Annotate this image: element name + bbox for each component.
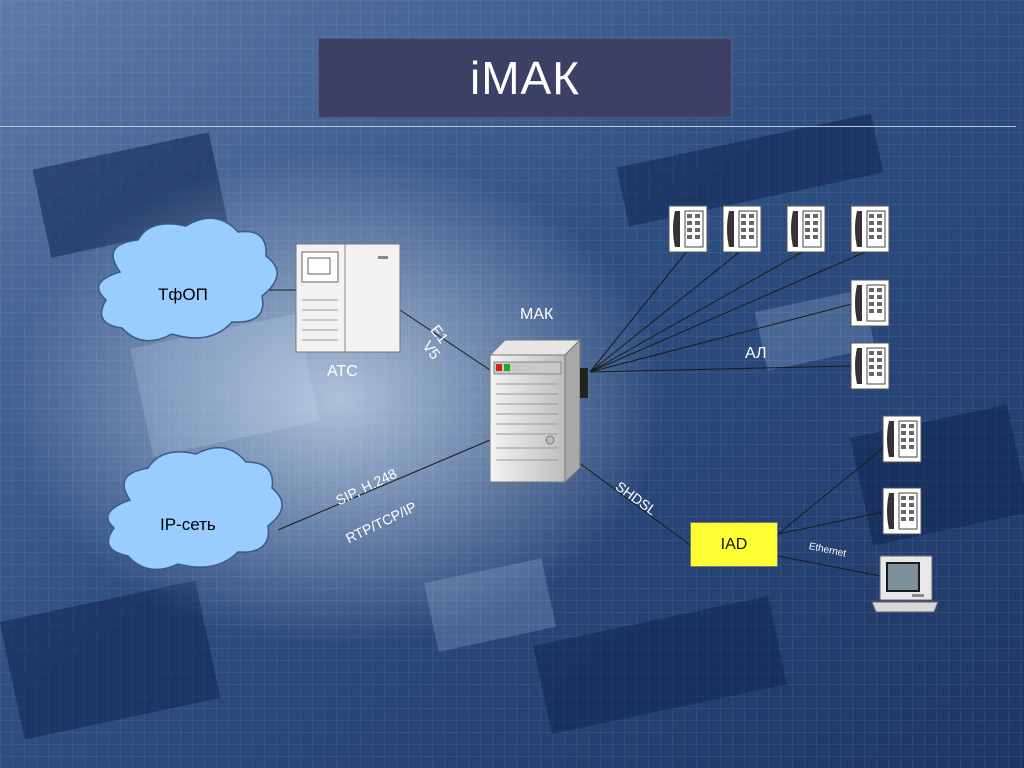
phone-icon	[668, 205, 708, 253]
pbx-cabinet-icon	[295, 243, 401, 353]
phone-icon	[850, 205, 890, 253]
mak-label: МАК	[520, 306, 554, 323]
ip-network-cloud-label: IP-сеть	[160, 515, 216, 534]
title-divider	[0, 126, 1016, 127]
link-mak-iad	[577, 461, 691, 546]
server-icon	[488, 338, 588, 484]
iad-label: IAD	[720, 535, 748, 553]
cloud-icon	[107, 446, 283, 571]
phone-icon	[722, 205, 762, 253]
subscriber-line	[589, 249, 743, 373]
link-ip-mak	[277, 439, 491, 531]
phone-icon	[882, 415, 922, 463]
subscriber-line	[589, 249, 871, 373]
subscriber-line	[589, 249, 689, 373]
page-title: iМАК	[318, 38, 732, 118]
cloud-icon	[97, 217, 278, 342]
link-iad-computer	[777, 555, 881, 577]
subscriber-line	[589, 303, 853, 373]
phone-icon	[850, 342, 890, 390]
link-ats-mak	[399, 309, 491, 371]
subscriber-line	[589, 249, 807, 373]
ats-label: АТС	[327, 363, 358, 380]
subscriber-line	[589, 365, 853, 373]
phone-icon	[786, 205, 826, 253]
computer-icon	[871, 555, 939, 613]
subscriber-lines-label: АЛ	[745, 345, 767, 362]
pstn-cloud-label: ТфОП	[158, 285, 208, 304]
iad-device: IAD	[690, 522, 778, 567]
phone-icon	[850, 279, 890, 327]
link-iad-phone	[777, 511, 884, 535]
phone-icon	[882, 487, 922, 535]
link-iad-phone	[777, 447, 884, 535]
